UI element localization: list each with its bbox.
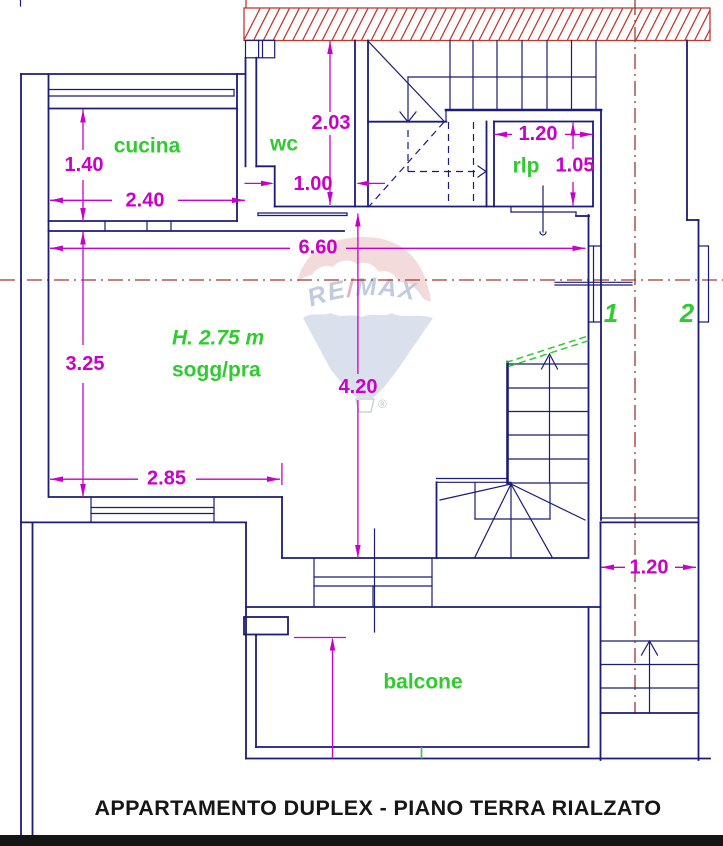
label-living: sogg/pra	[172, 359, 261, 382]
hatched-wall-band	[243, 0, 711, 42]
dim-kitchen-depth: 1.40	[65, 154, 104, 176]
dim-living-length: 4.20	[339, 376, 378, 398]
label-mark-2: 2	[679, 298, 695, 328]
dim-entry-width: 1.20	[630, 556, 669, 578]
dim-wc-width: 1.00	[294, 173, 333, 195]
centerlines	[0, 0, 723, 714]
dim-kitchen-width: 2.40	[126, 190, 165, 212]
registered-mark: ®	[378, 397, 387, 411]
dim-total-width: 6.60	[299, 237, 338, 259]
label-wc: wc	[269, 133, 298, 156]
label-balcony: balcone	[383, 671, 462, 694]
dim-rlp-width: 1.20	[519, 123, 558, 145]
label-mark-1: 1	[604, 298, 618, 328]
label-kitchen: cucina	[114, 135, 181, 158]
green-marks	[420, 335, 591, 759]
dim-living-width: 2.85	[147, 468, 186, 490]
remax-brand-text: RE/MAX	[304, 273, 420, 312]
dim-living-depth: 3.25	[66, 353, 105, 375]
balloon-basket	[355, 398, 375, 413]
bottom-bar	[0, 835, 723, 846]
plan-title: APPARTAMENTO DUPLEX - PIANO TERRA RIALZA…	[94, 796, 661, 820]
label-height-note: H. 2.75 m	[172, 327, 264, 350]
walls	[19, 0, 711, 846]
balloon-body	[303, 313, 433, 398]
balloon-canopy	[297, 237, 431, 302]
room-labels: cucina wc rlp H. 2.75 m sogg/pra balcone…	[114, 133, 695, 694]
label-rlp: rlp	[513, 155, 540, 178]
dim-rlp-depth: 1.05	[556, 155, 595, 177]
dim-wc-depth: 2.03	[312, 112, 351, 134]
dimensions: 1.40 2.40 2.03 1.00 6.60 1.20	[50, 41, 696, 759]
